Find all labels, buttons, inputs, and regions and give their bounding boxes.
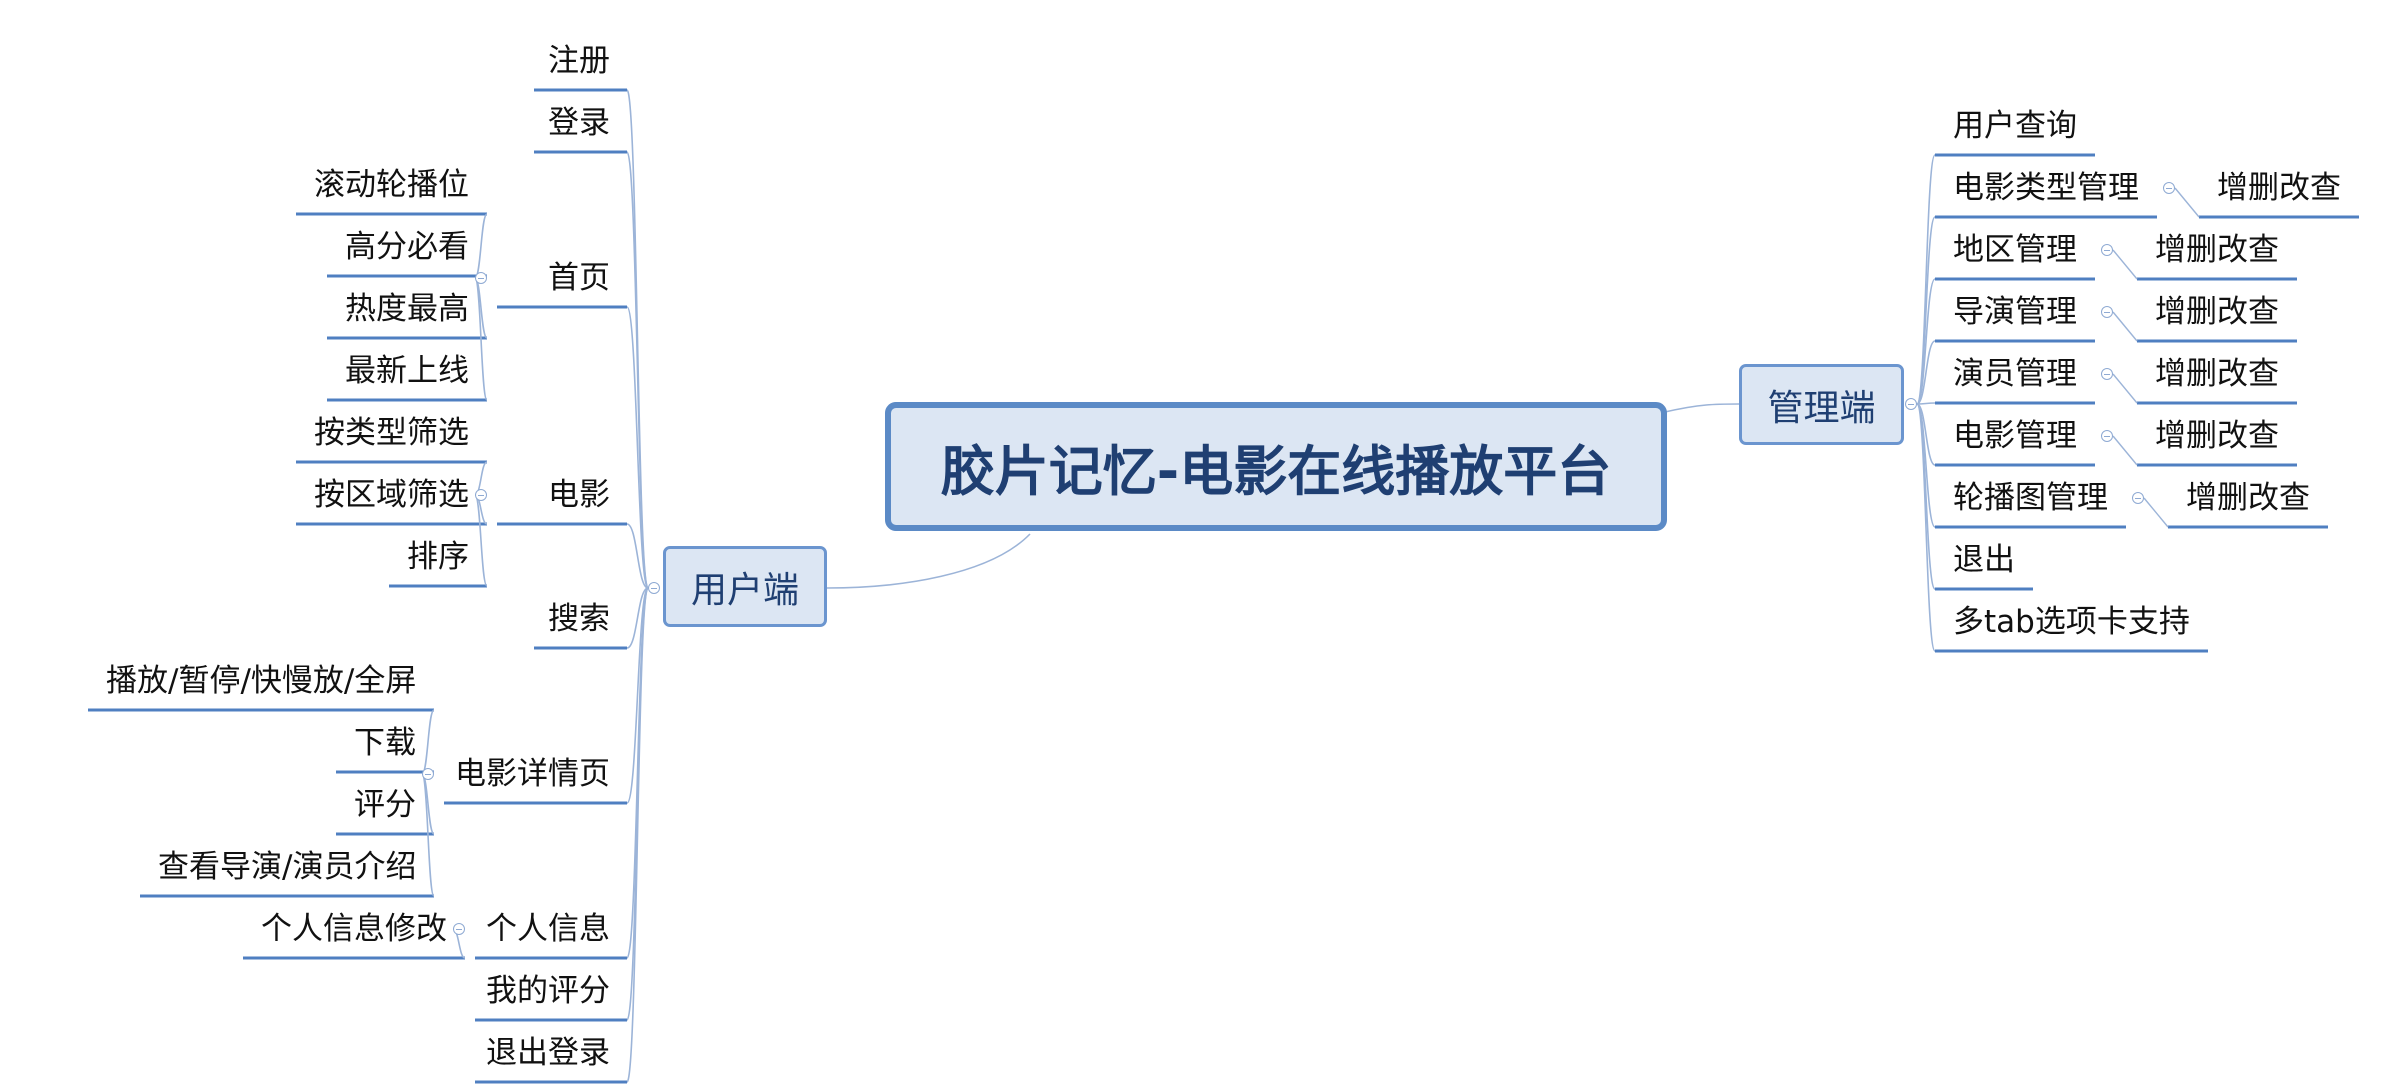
- client-topic[interactable]: 个人信息: [486, 911, 610, 947]
- admin-subtopic[interactable]: 增删改查: [2186, 480, 2310, 516]
- collapse-toggle-icon[interactable]: [2163, 182, 2175, 194]
- client-subtopic[interactable]: 下载: [354, 725, 416, 761]
- connector-line: [2143, 497, 2169, 528]
- branch-topic-client-label: 用户端: [690, 569, 799, 611]
- admin-topic[interactable]: 导演管理: [1953, 294, 2077, 330]
- admin-topic[interactable]: 轮播图管理: [1953, 480, 2108, 516]
- branch-topic-admin[interactable]: 管理端: [1739, 364, 1904, 445]
- connector-line: [626, 306, 649, 589]
- client-subtopic[interactable]: 排序: [407, 539, 469, 575]
- connector-line: [1916, 340, 1936, 405]
- collapse-toggle-icon[interactable]: [648, 582, 660, 594]
- collapse-toggle-icon[interactable]: [475, 489, 487, 501]
- admin-topic[interactable]: 演员管理: [1953, 356, 2077, 392]
- connector-line: [626, 587, 649, 649]
- collapse-toggle-icon[interactable]: [2101, 306, 2113, 318]
- client-topic[interactable]: 电影详情页: [455, 756, 610, 792]
- client-topic[interactable]: 电影: [548, 477, 610, 513]
- client-subtopic[interactable]: 高分必看: [345, 229, 469, 265]
- client-subtopic[interactable]: 查看导演/演员介绍: [158, 849, 417, 885]
- connector-line: [2112, 311, 2138, 342]
- client-subtopic[interactable]: 热度最高: [345, 291, 469, 327]
- connector-line: [2112, 435, 2138, 466]
- collapse-toggle-icon[interactable]: [2132, 492, 2144, 504]
- admin-subtopic[interactable]: 增删改查: [2155, 418, 2279, 454]
- admin-topic[interactable]: 地区管理: [1953, 232, 2077, 268]
- connector-line: [1916, 278, 1936, 405]
- collapse-toggle-icon[interactable]: [1905, 398, 1917, 410]
- collapse-toggle-icon[interactable]: [2101, 430, 2113, 442]
- admin-subtopic[interactable]: 增删改查: [2217, 170, 2341, 206]
- connector-line: [1916, 154, 1936, 405]
- client-topic[interactable]: 我的评分: [486, 973, 610, 1009]
- client-topic[interactable]: 登录: [548, 105, 610, 141]
- client-topic[interactable]: 退出登录: [486, 1035, 610, 1071]
- connector-line: [1916, 403, 1936, 652]
- admin-topic[interactable]: 多tab选项卡支持: [1953, 604, 2190, 640]
- admin-topic[interactable]: 退出: [1953, 542, 2015, 578]
- admin-topic[interactable]: 电影管理: [1953, 418, 2077, 454]
- client-topic[interactable]: 首页: [548, 260, 610, 296]
- connector-line: [421, 709, 435, 775]
- connector-line: [826, 533, 1031, 589]
- collapse-toggle-icon[interactable]: [2101, 368, 2113, 380]
- collapse-toggle-icon[interactable]: [2101, 244, 2113, 256]
- central-topic-label: 胶片记忆-电影在线播放平台: [940, 440, 1612, 503]
- connector-line: [1664, 403, 1740, 413]
- admin-subtopic[interactable]: 增删改查: [2155, 294, 2279, 330]
- admin-topic[interactable]: 电影类型管理: [1953, 170, 2139, 206]
- branch-topic-admin-label: 管理端: [1767, 387, 1876, 429]
- client-subtopic[interactable]: 评分: [354, 787, 416, 823]
- connector-line: [2112, 249, 2138, 280]
- connector-line: [2174, 187, 2200, 218]
- connector-line: [626, 523, 649, 589]
- collapse-toggle-icon[interactable]: [475, 272, 487, 284]
- connector-line: [626, 151, 649, 589]
- client-subtopic[interactable]: 按类型筛选: [314, 415, 469, 451]
- connector-line: [474, 213, 488, 279]
- connector-line: [1916, 402, 1936, 405]
- client-subtopic[interactable]: 滚动轮播位: [314, 167, 469, 203]
- central-topic[interactable]: 胶片记忆-电影在线播放平台: [885, 402, 1667, 531]
- admin-subtopic[interactable]: 增删改查: [2155, 356, 2279, 392]
- connector-line: [626, 587, 649, 804]
- admin-topic[interactable]: 用户查询: [1953, 108, 2077, 144]
- client-topic[interactable]: 注册: [548, 43, 610, 79]
- client-subtopic[interactable]: 个人信息修改: [261, 911, 447, 947]
- client-topic[interactable]: 搜索: [548, 601, 610, 637]
- collapse-toggle-icon[interactable]: [422, 768, 434, 780]
- client-subtopic[interactable]: 按区域筛选: [314, 477, 469, 513]
- connector-line: [2112, 373, 2138, 404]
- client-subtopic[interactable]: 最新上线: [345, 353, 469, 389]
- collapse-toggle-icon[interactable]: [453, 923, 465, 935]
- connector-line: [626, 587, 649, 1083]
- client-subtopic[interactable]: 播放/暂停/快慢放/全屏: [106, 663, 417, 699]
- branch-topic-client[interactable]: 用户端: [663, 546, 827, 627]
- admin-subtopic[interactable]: 增删改查: [2155, 232, 2279, 268]
